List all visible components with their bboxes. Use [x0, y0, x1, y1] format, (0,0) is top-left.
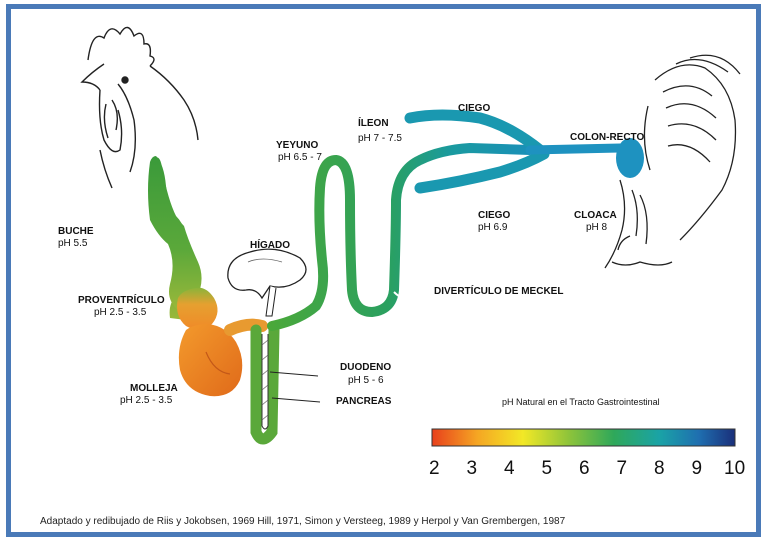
legend-title: pH Natural en el Tracto Gastrointestinal: [502, 396, 660, 408]
ph-tick-5: 5: [542, 458, 553, 480]
label-ciego-top: CIEGO: [458, 103, 490, 115]
ph-tick-7: 7: [617, 458, 628, 480]
proventriculus-shape: [177, 288, 218, 330]
label-yeyuno-ph: pH 6.5 - 7: [278, 152, 322, 164]
crop-body: [148, 156, 202, 310]
label-duodeno-ph: pH 5 - 6: [348, 375, 384, 387]
label-cloaca: CLOACA: [574, 210, 617, 222]
label-molleja-ph: pH 2.5 - 3.5: [120, 395, 172, 407]
label-higado: HÍGADO: [250, 240, 290, 252]
label-cloaca-ph: pH 8: [586, 222, 607, 234]
ph-tick-2: 2: [429, 458, 440, 480]
liver-shape: [228, 249, 306, 316]
label-pancreas: PANCREAS: [336, 396, 391, 408]
label-yeyuno: YEYUNO: [276, 140, 318, 152]
cloaca-shape: [616, 138, 644, 178]
label-colon-recto: COLON-RECTO: [570, 132, 644, 144]
ph-tick-8: 8: [654, 458, 665, 480]
label-proventriculo: PROVENTRÍCULO: [78, 295, 165, 307]
label-ciego-ph: pH 6.9: [478, 222, 507, 234]
label-duodeno: DUODENO: [340, 362, 391, 374]
pancreas-shape: [262, 334, 268, 429]
ph-tick-10: 10: [724, 458, 745, 480]
ph-gradient-bar: [432, 429, 735, 446]
label-molleja: MOLLEJA: [130, 383, 178, 395]
rooster-head-outline: [82, 27, 198, 188]
label-buche-ph: pH 5.5: [58, 238, 87, 250]
label-ciego-bottom: CIEGO: [478, 210, 510, 222]
credit-line: Adaptado y redibujado de Riis y Jokobsen…: [40, 516, 565, 527]
label-proventriculo-ph: pH 2.5 - 3.5: [94, 307, 146, 319]
ph-tick-3: 3: [467, 458, 478, 480]
cecum-lower: [420, 154, 544, 188]
label-ileon-ph: pH 7 - 7.5: [358, 133, 402, 145]
ph-tick-9: 9: [692, 458, 703, 480]
label-ileon: ÍLEON: [358, 118, 389, 130]
ph-tick-4: 4: [504, 458, 515, 480]
colon-rectum: [530, 148, 620, 150]
label-meckel: DIVERTÍCULO DE MECKEL: [434, 286, 563, 298]
ph-tick-6: 6: [579, 458, 590, 480]
label-buche: BUCHE: [58, 226, 94, 238]
